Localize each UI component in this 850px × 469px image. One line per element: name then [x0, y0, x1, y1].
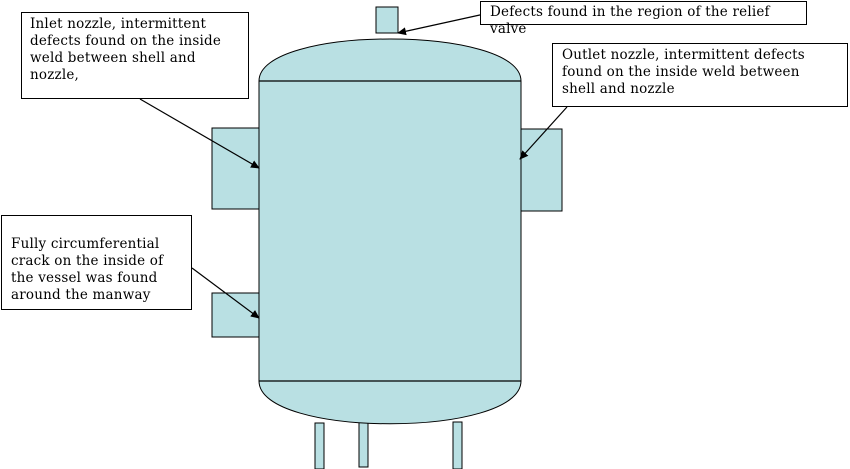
manway-nozzle — [211, 292, 261, 338]
outlet-nozzle — [518, 128, 563, 212]
manway-callout: Fully circumferential crack on the insid… — [1, 215, 192, 310]
outlet-leader-arrow — [519, 106, 568, 160]
outlet-nozzle-callout: Outlet nozzle, intermittent defects foun… — [552, 43, 848, 107]
support-leg-right — [452, 421, 463, 469]
inlet-nozzle — [211, 127, 261, 210]
vessel-shell — [258, 38, 522, 425]
inlet-leader-arrow — [139, 98, 260, 169]
support-leg-left — [314, 422, 325, 469]
manway-leader-arrow — [191, 267, 260, 319]
relief-valve — [375, 6, 399, 34]
support-leg-center — [358, 418, 369, 468]
inlet-nozzle-callout: Inlet nozzle, intermittent defects found… — [21, 12, 249, 99]
relief-valve-callout: Defects found in the region of the relie… — [480, 1, 807, 37]
